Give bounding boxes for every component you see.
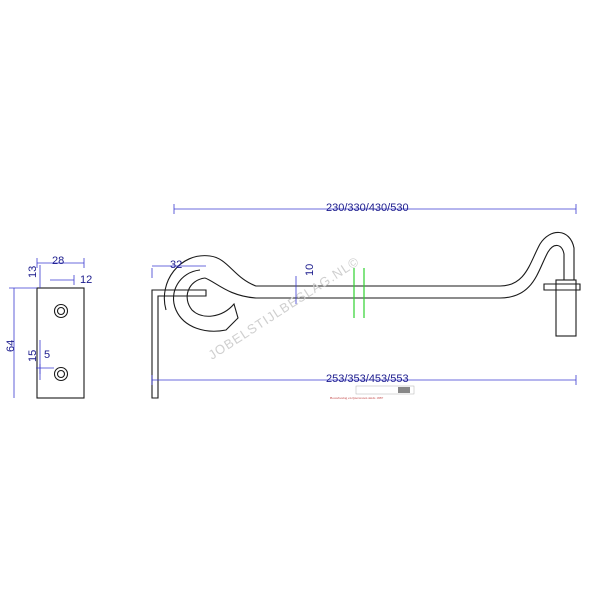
left-bracket [151, 289, 207, 399]
dim-hole-diameter: 5 [44, 349, 50, 361]
dim-width-top: 28 [52, 255, 64, 267]
eye-plate [555, 279, 577, 337]
stamp-logo: Bouwbeslag en Ijzerwaren sinds 1887 [330, 385, 415, 400]
watermark: JOBELSTIJLBESLAG.NL© [205, 254, 362, 363]
screw-hole-top-inner [56, 306, 66, 316]
eye-bracket [543, 283, 581, 291]
mounting-plate [36, 287, 85, 399]
hook-rod-bottom [204, 244, 565, 299]
dim-length-inner: 230/330/430/530 [326, 202, 409, 214]
hook-curl-inner [163, 255, 211, 311]
screw-hole-bottom-inner [56, 369, 66, 379]
svg-text:Bouwbeslag en Ijzerwaren sinds: Bouwbeslag en Ijzerwaren sinds 1887 [330, 396, 384, 400]
hook-curl [173, 269, 239, 332]
dim-length-overall: 253/353/453/553 [326, 373, 409, 385]
dim-height: 64 [5, 340, 17, 352]
dim-hole-spacing: 15 [27, 350, 39, 362]
screw-hole-bottom [53, 366, 69, 382]
dim-hole-offset: 12 [80, 274, 92, 286]
dim-top-offset: 13 [27, 266, 39, 278]
dim-rod-thickness: 10 [304, 264, 316, 276]
front-view: 230/330/430/530 32 10 253/353/453/553 [151, 202, 581, 399]
dim-hook-radius: 32 [170, 259, 182, 271]
hook-rod-top [209, 231, 575, 336]
side-view: 28 13 12 64 15 5 [5, 255, 92, 399]
screw-hole-top [53, 303, 69, 319]
